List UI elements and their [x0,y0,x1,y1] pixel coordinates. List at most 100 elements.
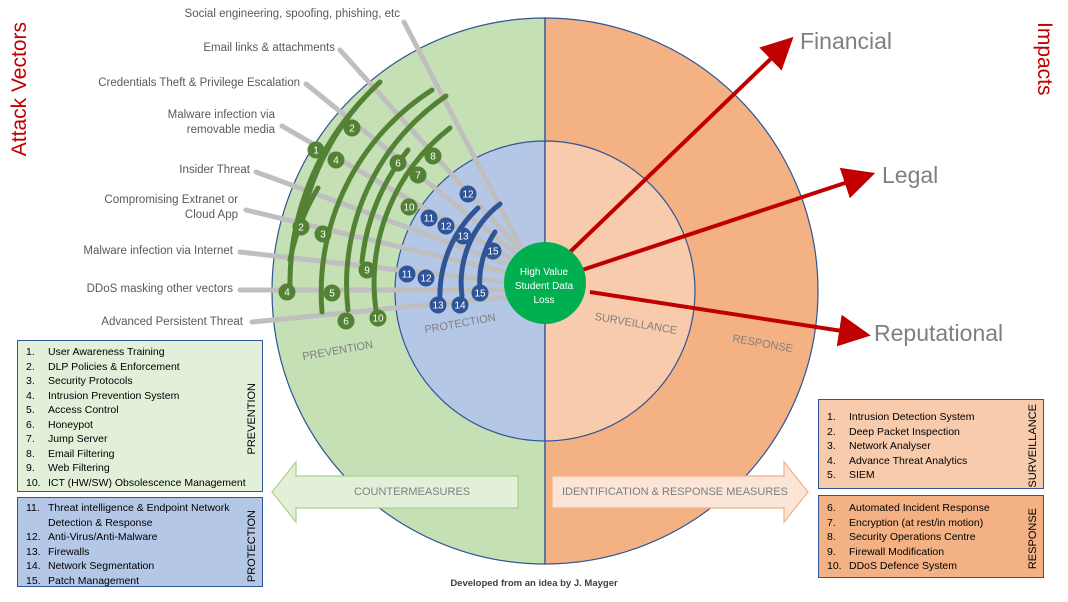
prevention-marker-8: 8 [424,147,442,165]
protection-item: 12.Anti-Virus/Anti-Malware [26,530,262,545]
svg-text:12: 12 [420,274,432,285]
identification-label: IDENTIFICATION & RESPONSE MEASURES [562,486,788,498]
response-item: 8. Security Operations Centre [827,530,1043,545]
surveillance-item-label: Intrusion Detection System [849,411,975,423]
surveillance-item-number: 5. [827,469,836,481]
protection-marker-14: 14 [451,296,469,314]
svg-text:3: 3 [320,230,326,241]
prevention-item-number: 8. [26,447,35,460]
response-item-number: 10. [827,560,842,572]
prevention-item: 1.User Awareness Training [26,345,262,360]
svg-text:13: 13 [457,232,469,243]
prevention-item-number: 10. [26,476,41,489]
prevention-marker-10: 10 [400,198,418,216]
protection-marker-12: 12 [417,269,435,287]
response-item-label: Firewall Modification [849,545,945,558]
impact-legal: Legal [882,162,939,188]
prevention-item-number: 4. [26,389,35,402]
protection-marker-12: 12 [459,185,477,203]
footer-credit: Developed from an idea by J. Mayger [450,578,618,589]
protection-item: 14.Network Segmentation [26,559,262,574]
surveillance-item: 5. SIEM [827,468,1043,483]
prevention-item-number: 5. [26,404,35,416]
response-item-number: 6. [827,502,836,514]
impact-arrows [568,36,876,347]
response-item: 9.Firewall Modification [827,545,1043,560]
protection-list: 11. Threat intelligence & Endpoint Networ… [18,498,262,588]
svg-text:10: 10 [403,203,415,214]
surveillance-box-title: SURVEILLANCE [1027,404,1039,488]
prevention-marker-4: 4 [278,283,296,301]
protection-marker-11: 11 [420,209,438,227]
svg-text:13: 13 [432,301,444,312]
response-box-title: RESPONSE [1027,508,1039,570]
protection-item-label: Patch Management [48,574,140,587]
svg-text:12: 12 [440,222,452,233]
protection-item-number: 14. [26,560,41,572]
prevention-marker-2: 2 [343,119,361,137]
countermeasures-arrow [271,460,519,524]
center-label: High Value Student Data Loss [514,267,574,306]
surveillance-item-number: 3. [827,440,836,452]
prevention-item-label: Security Protocols [48,375,133,387]
prevention-marker-1: 1 [307,141,325,159]
prevention-item: 10.ICT (HW/SW) Obsolescence Management [26,476,262,491]
prevention-item-label: Intrusion Prevention System [48,389,180,402]
surveillance-item-label: Deep Packet Inspection [849,425,960,438]
response-item: 6.Automated Incident Response [827,501,1043,516]
protection-marker-11: 11 [398,265,416,283]
response-item-number: 7. [827,516,836,529]
prevention-marker-3: 3 [314,225,332,243]
svg-text:11: 11 [424,214,435,225]
surveillance-item: 2.Deep Packet Inspection [827,425,1043,440]
vector-social-engineering: Social engineering, spoofing, phishing, … [184,8,400,20]
surveillance-region [544,140,696,442]
prevention-item-label: Honeypot [48,418,93,431]
center-circle [504,242,586,324]
response-item-label: DDoS Defence System [849,560,957,572]
prevention-item-number: 2. [26,360,35,373]
prevention-marker-9: 9 [358,261,376,279]
prevention-marker-4: 4 [327,151,345,169]
prevention-item-number: 7. [26,433,35,445]
prevention-marker-6: 6 [389,154,407,172]
vector-apt: Advanced Persistent Threat [101,316,243,328]
protection-marker-15: 15 [471,284,489,302]
svg-text:6: 6 [343,317,349,328]
protection-item-label: Threat intelligence & Endpoint Network D… [48,502,230,529]
prevention-item: 8. Email Filtering [26,447,262,462]
prevention-box-title: PREVENTION [246,383,258,455]
svg-text:15: 15 [474,289,486,300]
vector-removable-media: Malware infection via removable media [167,109,275,136]
svg-text:15: 15 [487,247,499,258]
response-item-number: 8. [827,531,836,543]
response-item-label: Security Operations Centre [849,531,976,543]
prevention-item-label: Jump Server [48,433,108,445]
protection-legend-box: 11. Threat intelligence & Endpoint Networ… [17,497,263,587]
prevention-marker-5: 5 [323,284,341,302]
impact-financial: Financial [800,28,893,54]
surveillance-item: 1.Intrusion Detection System [827,410,1043,425]
prevention-item: 5. Access Control [26,403,262,418]
protection-item-number: 11. [26,502,40,514]
identification-arrow [551,460,809,524]
countermeasures-label: COUNTERMEASURES [354,486,471,498]
prevention-item-label: Email Filtering [48,447,115,460]
prevention-item: 9.Web Filtering [26,461,262,476]
svg-text:14: 14 [454,301,466,312]
prevention-marker-2: 2 [292,218,310,236]
protection-marker-13: 13 [429,296,447,314]
prevention-item-label: Access Control [48,404,119,416]
surveillance-item-label: SIEM [849,469,875,481]
response-item: 10. DDoS Defence System [827,559,1043,574]
prevention-item: 2.DLP Policies & Enforcement [26,360,262,375]
surveillance-item-label: Advance Threat Analytics [849,454,968,467]
svg-text:9: 9 [364,266,370,277]
